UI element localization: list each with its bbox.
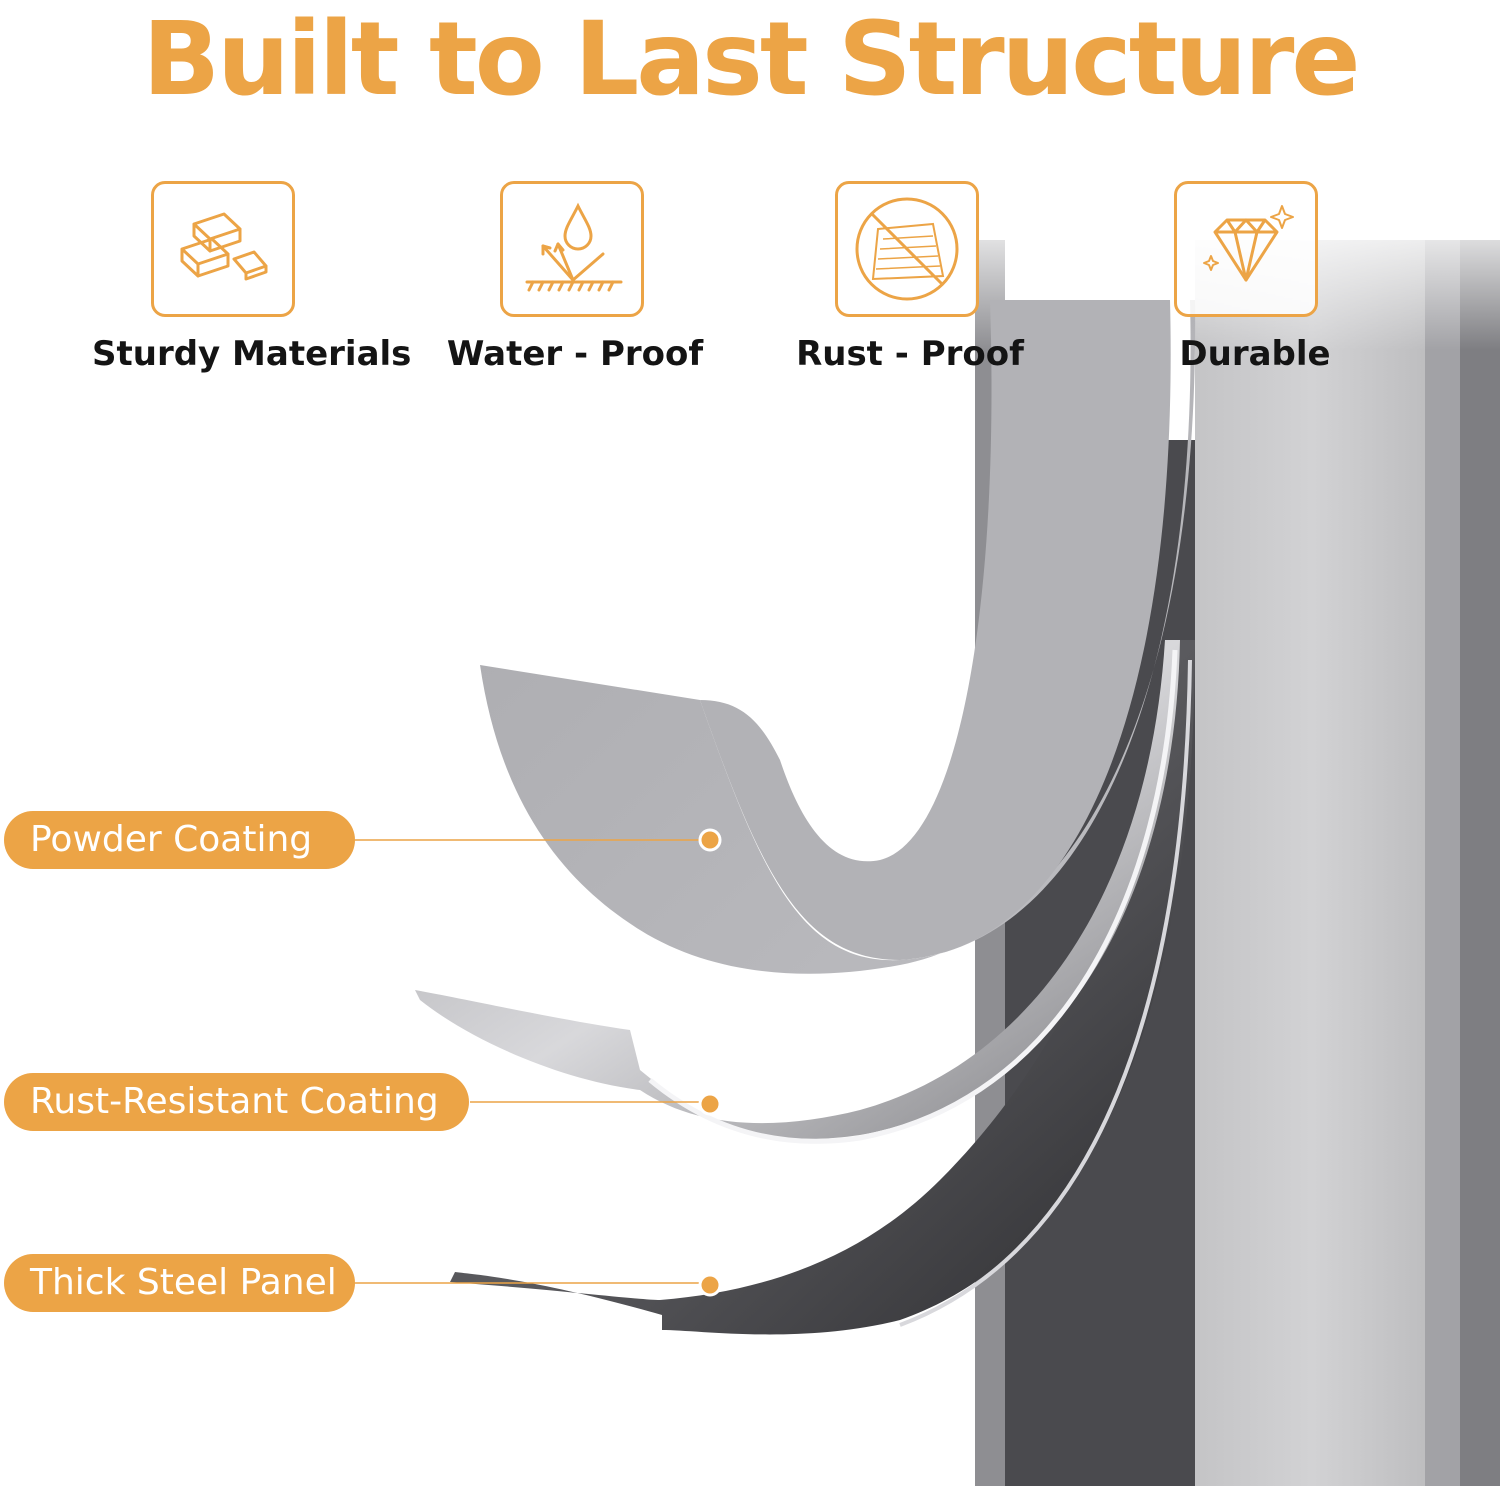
feature-box-sturdy-materials bbox=[151, 181, 295, 317]
powder-coating-fill bbox=[480, 300, 1171, 960]
gold-bars-icon bbox=[180, 212, 268, 281]
page-title: Built to Last Structure bbox=[142, 0, 1360, 119]
thick-steel-panel-layer bbox=[450, 640, 1195, 1335]
rust-resistant-coating-marker bbox=[698, 1092, 722, 1116]
thick-steel-panel-marker bbox=[698, 1273, 722, 1297]
feature-box-durable bbox=[1174, 181, 1318, 317]
no-rust-icon bbox=[855, 197, 959, 301]
rust-resistant-coating-edge bbox=[648, 649, 1178, 1144]
powder-coating-layer bbox=[480, 300, 1196, 974]
feature-label-sturdy-materials: Sturdy Materials bbox=[92, 334, 412, 374]
callout-powder-coating: Powder Coating bbox=[4, 811, 355, 869]
thick-steel-panel-edge bbox=[899, 659, 1192, 1327]
water-drop-icon bbox=[525, 202, 623, 292]
feature-box-rust-proof bbox=[835, 181, 979, 317]
diamond-icon bbox=[1203, 205, 1294, 282]
powder-coating-marker bbox=[698, 828, 722, 852]
feature-label-rust-proof: Rust - Proof bbox=[796, 334, 1024, 374]
feature-box-water-proof bbox=[500, 181, 644, 317]
feature-label-durable: Durable bbox=[1179, 334, 1331, 374]
callout-thick-steel-panel: Thick Steel Panel bbox=[4, 1254, 355, 1312]
callout-rust-resistant-coating: Rust-Resistant Coating bbox=[4, 1073, 469, 1131]
feature-label-water-proof: Water - Proof bbox=[446, 334, 704, 374]
